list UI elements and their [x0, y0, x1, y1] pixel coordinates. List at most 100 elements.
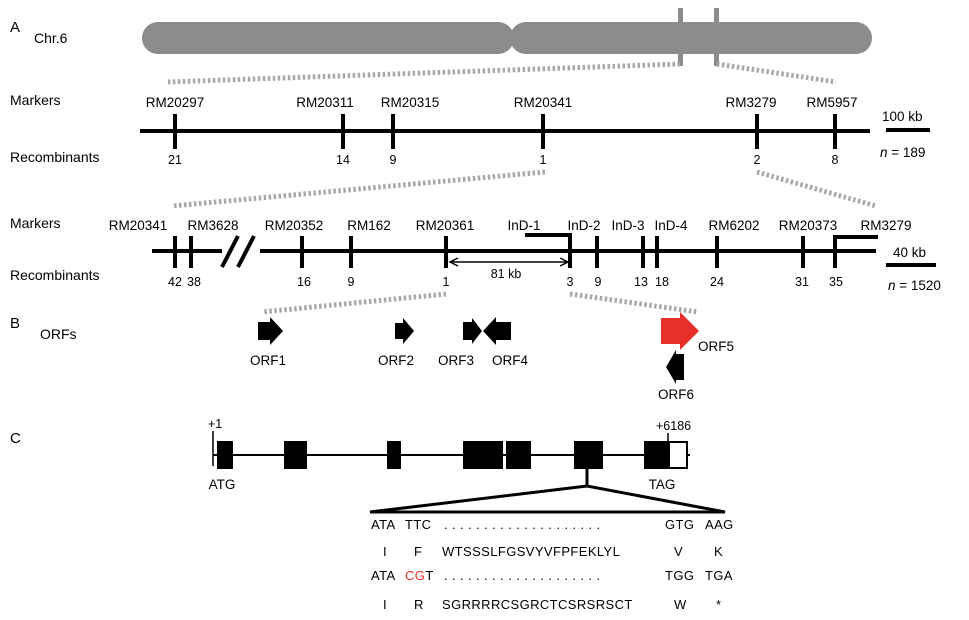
marker-label: RM20361	[416, 218, 475, 233]
marker-label: RM6202	[708, 218, 759, 233]
marker-label: RM20341	[514, 95, 573, 110]
start-codon-label: ATG	[209, 477, 236, 492]
chromosome-label: Chr.6	[34, 30, 68, 46]
marker-label: RM20352	[265, 218, 324, 233]
chromosome-long-arm	[510, 22, 872, 54]
svg-text:*: *	[716, 597, 721, 612]
marker-ticks-1	[173, 114, 837, 149]
svg-text:ATA: ATA	[371, 568, 396, 583]
orf1-arrow	[258, 317, 283, 345]
wildtype-dna-sequence: ATA TTC . . . . . . . . . . . . . . . . …	[371, 517, 734, 532]
ind1-bracket	[525, 233, 572, 268]
orfs-label: ORFs	[40, 326, 77, 342]
marker-label: RM162	[347, 218, 391, 233]
markers-label-2: Markers	[10, 215, 61, 231]
svg-text:GTG: GTG	[665, 517, 694, 532]
orf-label: ORF1	[250, 353, 286, 368]
zoom-line-left-3	[261, 291, 447, 315]
svg-text:I: I	[383, 597, 387, 612]
orf3-arrow	[463, 318, 482, 344]
recombinant-count: 24	[710, 275, 724, 289]
svg-text:AAG: AAG	[705, 517, 734, 532]
gene-start-position: +1	[208, 417, 222, 431]
mutant-dna-sequence: ATA CGT . . . . . . . . . . . . . . . . …	[371, 568, 733, 583]
svg-text:R: R	[414, 597, 424, 612]
marker-label: RM3279	[725, 95, 776, 110]
marker-label: InD-2	[567, 218, 600, 233]
zoom-line-right-3	[569, 291, 699, 315]
map-break-mark-right	[236, 235, 256, 268]
recombinant-count: 2	[754, 153, 761, 167]
locus-boundary-right	[714, 8, 719, 66]
population-size-1: n = 189	[880, 145, 925, 160]
marker-label: RM20311	[296, 95, 354, 110]
marker-label: RM3279	[860, 218, 911, 233]
recombinant-count: 42	[168, 275, 182, 289]
mutant-protein-sequence: I R SGRRRRCSGRCTCSRSRSCT W *	[383, 597, 721, 612]
stop-codon-label: TAG	[649, 477, 676, 492]
svg-text:TGA: TGA	[705, 568, 733, 583]
svg-text:SGRRRRCSGRCTCSRSRSCT: SGRRRRCSGRCTCSRSRSCT	[442, 597, 633, 612]
zoom-line-left-1	[167, 61, 681, 85]
rm3279-bracket	[833, 235, 878, 268]
recombinants-label-2: Recombinants	[10, 267, 100, 283]
recombinant-count: 9	[390, 153, 397, 167]
marker-label: RM3628	[187, 218, 238, 233]
recombinants-label-1: Recombinants	[10, 149, 100, 165]
marker-label: RM5957	[806, 95, 857, 110]
zoom-line-right-1	[716, 61, 837, 85]
marker-label: InD-1	[507, 218, 540, 233]
orf-label: ORF2	[378, 353, 414, 368]
orf6-arrow	[666, 350, 684, 384]
marker-label: RM20373	[779, 218, 838, 233]
svg-text:V: V	[674, 544, 683, 559]
recombinant-count: 21	[168, 153, 182, 167]
exon-zoom-triangle	[369, 484, 726, 514]
recombinant-count: 35	[829, 275, 843, 289]
panel-label-c: C	[10, 430, 21, 447]
orf4-arrow	[483, 317, 511, 345]
recombinant-count: 9	[595, 275, 602, 289]
marker-label: RM20297	[146, 95, 205, 110]
scale-label-2: 40 kb	[893, 245, 926, 260]
svg-text:TGG: TGG	[665, 568, 694, 583]
scale-label-1: 100 kb	[882, 109, 923, 124]
gene-utr	[668, 441, 688, 469]
gene-exons	[217, 441, 668, 469]
recombinant-count: 38	[187, 275, 201, 289]
locus-boundary-left	[678, 8, 683, 66]
orf5-arrow-candidate	[661, 312, 699, 350]
panel-label-b: B	[10, 315, 20, 332]
recombinant-count: 9	[348, 275, 355, 289]
svg-text:F: F	[414, 544, 422, 559]
recombinant-count: 3	[567, 275, 574, 289]
svg-text:WTSSSLFGSVYVFPFEKLYL: WTSSSLFGSVYVFPFEKLYL	[442, 544, 620, 559]
mutation-site: CG	[405, 568, 425, 583]
recombinant-count: 1	[540, 153, 547, 167]
recombinant-count: 16	[297, 275, 311, 289]
panel-label-a: A	[10, 19, 20, 36]
recombinant-count: 14	[336, 153, 350, 167]
svg-text:K: K	[714, 544, 723, 559]
svg-text:. . . . . . . . . . . . . . .: . . . . . . . . . . . . . . . . . . . .	[444, 568, 600, 583]
svg-text:ATA: ATA	[371, 517, 396, 532]
svg-text:CGT: CGT	[405, 568, 434, 583]
interval-label: 81 kb	[491, 267, 522, 281]
recombinant-count: 1	[443, 275, 450, 289]
zoom-line-left-2	[171, 169, 546, 209]
recombinant-count: 18	[655, 275, 669, 289]
wildtype-protein-sequence: I F WTSSSLFGSVYVFPFEKLYL V K	[383, 544, 723, 559]
marker-label: InD-4	[654, 218, 688, 233]
svg-text:I: I	[383, 544, 387, 559]
orf-label: ORF4	[492, 353, 528, 368]
map-break-mark-left	[220, 235, 240, 268]
marker-label: RM20341	[109, 218, 168, 233]
orf-label: ORF6	[658, 387, 694, 402]
markers-label-1: Markers	[10, 92, 61, 108]
recombinant-count: 31	[795, 275, 809, 289]
recombinant-count: 13	[634, 275, 648, 289]
svg-text:TTC: TTC	[405, 517, 431, 532]
zoom-line-right-2	[756, 169, 877, 209]
interval-arrow	[448, 257, 570, 267]
orf2-arrow	[395, 318, 414, 344]
